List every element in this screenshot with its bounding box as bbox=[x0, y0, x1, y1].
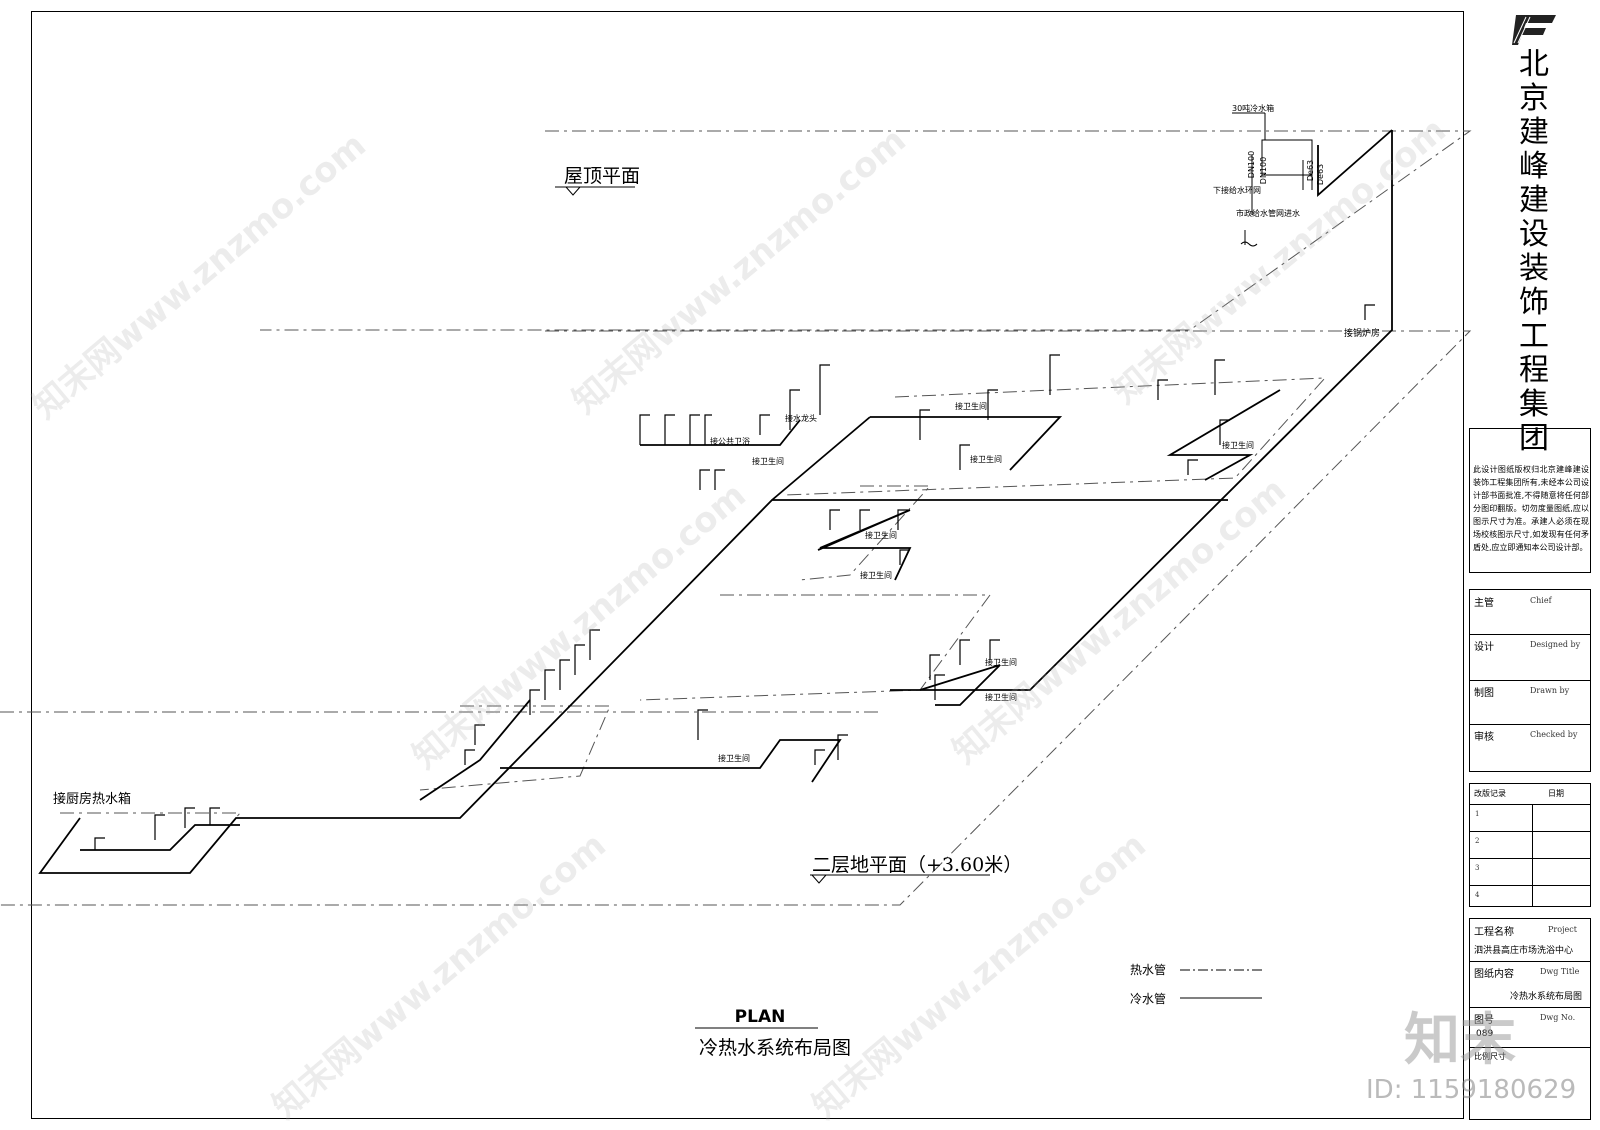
project-label: 工程名称 bbox=[1474, 927, 1514, 938]
date-label: 日期 bbox=[1548, 789, 1564, 798]
second-floor-level-label: 二层地平面（+3.60米） bbox=[812, 854, 1023, 876]
room-outline-a bbox=[784, 377, 1327, 496]
shower-label-4: 接卫生间 bbox=[865, 531, 897, 540]
room-outline-c bbox=[639, 594, 991, 701]
plan-title-en: PLAN bbox=[734, 1007, 786, 1027]
number-value: 089 bbox=[1476, 1029, 1494, 1039]
roof-connection bbox=[1317, 129, 1393, 197]
fixture-stubs bbox=[94, 304, 1375, 850]
upper-header bbox=[870, 416, 1063, 471]
signature-box: 主管 Chief 设计 Designed by 制图 Drawn by 审核 C… bbox=[1469, 589, 1591, 772]
checked-label-en: Checked by bbox=[1530, 730, 1578, 739]
roof-tank-detail bbox=[1232, 112, 1313, 247]
title-block: 此设计图纸版权归北京建峰建设装饰工程集团所有,未经本公司设计部书面批准,不得随意… bbox=[1469, 428, 1592, 1120]
hot-water-main bbox=[38, 129, 1393, 874]
main-riser bbox=[890, 130, 1393, 691]
dn-label-b: DN100 bbox=[1259, 156, 1269, 185]
bottom-header bbox=[419, 699, 531, 801]
project-label-en: Project bbox=[1548, 925, 1577, 934]
cold-pipe-legend-label: 冷水管 bbox=[1130, 992, 1167, 1006]
project-box: 工程名称 Project 泗洪县高庄市场洗浴中心 图纸内容 Dwg Title … bbox=[1469, 918, 1591, 1120]
revision-label: 改版记录 bbox=[1474, 789, 1506, 798]
roof-tank bbox=[1261, 139, 1313, 176]
watermark-brand: 知末 bbox=[1404, 1008, 1516, 1073]
shower-label-1: 接卫生间 bbox=[955, 402, 987, 411]
lower-supply-label: 下接给水环网 bbox=[1213, 186, 1261, 195]
revision-4: 4 bbox=[1475, 891, 1480, 899]
level-markers bbox=[555, 186, 990, 884]
drawn-label: 制图 bbox=[1474, 688, 1494, 699]
project-name: 泗洪县高庄市场洗浴中心 bbox=[1474, 946, 1574, 956]
drawn-label-en: Drawn by bbox=[1530, 686, 1570, 695]
room-outline-b bbox=[799, 485, 932, 581]
dn-label-d: De63 bbox=[1316, 163, 1326, 186]
notice-text: 此设计图纸版权归北京建峰建设装饰工程集团所有,未经本公司设计部书面批准,不得随意… bbox=[1473, 465, 1589, 552]
sink-label: 接水龙头 bbox=[785, 414, 817, 423]
number-label-en: Dwg No. bbox=[1540, 1013, 1576, 1022]
roof-tank-label: 30吨冷水箱 bbox=[1232, 104, 1275, 113]
drawing-name: 冷热水系统布局图 bbox=[1510, 992, 1583, 1002]
checked-label: 审核 bbox=[1474, 732, 1494, 743]
roof-plane-outline bbox=[260, 130, 1472, 331]
shower-label-2: 接卫生间 bbox=[970, 455, 1002, 464]
notice-box: 此设计图纸版权归北京建峰建设装饰工程集团所有,未经本公司设计部书面批准,不得随意… bbox=[1469, 428, 1591, 573]
revision-3: 3 bbox=[1475, 864, 1480, 872]
boiler-room-label: 接锅炉房 bbox=[1344, 329, 1381, 339]
revision-1: 1 bbox=[1475, 810, 1480, 818]
shower-label-6: 接卫生间 bbox=[985, 658, 1017, 667]
drawing-label: 图纸内容 bbox=[1474, 969, 1514, 980]
right-branch bbox=[1166, 389, 1281, 481]
city-supply-label: 市政给水管网进水 bbox=[1236, 209, 1300, 218]
roof-level-label: 屋顶平面 bbox=[564, 165, 641, 187]
room-outline-d bbox=[419, 705, 611, 791]
shower-label-9: 接卫生间 bbox=[752, 457, 784, 466]
scale-label: 比例尺寸 bbox=[1474, 1052, 1506, 1061]
company-name: 北京建峰建设装饰工程集团 bbox=[1519, 47, 1549, 456]
shower-label-8: 接卫生间 bbox=[718, 754, 750, 763]
kitchen-branch bbox=[80, 824, 240, 851]
number-label: 图号 bbox=[1474, 1015, 1494, 1026]
kitchen-hot-tank-label: 接厨房热水箱 bbox=[53, 792, 132, 807]
hot-pipe-legend-label: 热水管 bbox=[1130, 963, 1167, 977]
shower-label-7: 接卫生间 bbox=[985, 693, 1017, 702]
lower-branch bbox=[500, 739, 842, 783]
shower-label-5: 接卫生间 bbox=[860, 571, 892, 580]
drawing-frame bbox=[31, 11, 1464, 1119]
company-logo-icon bbox=[1512, 15, 1556, 45]
upper-floor-plane-outline bbox=[0, 330, 1472, 906]
designed-label: 设计 bbox=[1474, 642, 1494, 653]
left-header bbox=[640, 419, 801, 446]
fixture-label: 接公共卫浴 bbox=[710, 437, 750, 446]
legend-lines bbox=[1180, 969, 1262, 999]
drawing-label-en: Dwg Title bbox=[1540, 967, 1580, 976]
chief-label-en: Chief bbox=[1530, 596, 1552, 605]
watermark-id: ID: 1159180629 bbox=[1366, 1075, 1577, 1105]
designed-label-en: Designed by bbox=[1530, 640, 1581, 649]
upper-branch bbox=[771, 416, 871, 501]
revision-box: 改版记录 日期 1 2 3 4 bbox=[1469, 783, 1591, 907]
revision-2: 2 bbox=[1475, 837, 1480, 845]
chief-label: 主管 bbox=[1474, 598, 1494, 609]
floor-plane-outlines bbox=[0, 130, 1472, 906]
dn-label-c: De63 bbox=[1306, 159, 1316, 182]
plan-title-zh: 冷热水系统布局图 bbox=[698, 1037, 851, 1059]
shower-label-3: 接卫生间 bbox=[1222, 441, 1254, 450]
fixture-cluster-right bbox=[919, 664, 1001, 706]
dn-label-a: DN100 bbox=[1247, 150, 1257, 179]
mid-branch bbox=[817, 509, 912, 581]
